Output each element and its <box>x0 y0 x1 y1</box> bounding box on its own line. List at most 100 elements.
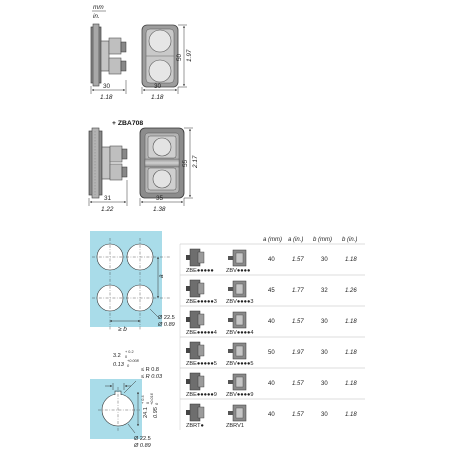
hole-dia-mm: Ø 22.5 <box>158 315 175 321</box>
row-left-label: ZBE●●●●●3 <box>186 299 217 305</box>
cell-b-mm: 30 <box>321 412 328 418</box>
cell-b-in: 1.18 <box>345 319 357 325</box>
keyed-height-in-tol-bot: 0 <box>155 402 159 405</box>
header-b-in: b (in.) <box>342 237 357 243</box>
contact-block-right-icon <box>228 249 247 267</box>
unit-mm: mm <box>93 4 104 11</box>
panel-cutout-keyed <box>90 379 142 439</box>
view1-side-width-mm: 30 <box>103 83 111 90</box>
row-right-label: ZBV●●●●4 <box>226 330 254 336</box>
keyed-hole-mm: Ø 22.5 <box>134 436 151 442</box>
table-headers: a (mm) a (in.) b (mm) b (in.) <box>263 237 357 243</box>
header-b-mm: b (mm) <box>313 237 332 243</box>
table-row: ZBE●●●●● ZBV●●●● 40 1.57 30 1.18 <box>180 243 365 274</box>
cell-b-in: 1.18 <box>345 412 357 418</box>
contact-block-left-icon <box>186 279 205 298</box>
row-right-label: ZBV●●●●5 <box>226 361 254 367</box>
contact-block-left-icon <box>186 248 205 267</box>
contact-block-left-icon <box>186 341 205 360</box>
contact-block-right-icon <box>228 311 247 329</box>
cell-b-in: 1.18 <box>345 257 357 263</box>
row-left-label: ZBE●●●●●9 <box>186 392 217 398</box>
cell-b-mm: 30 <box>321 257 328 263</box>
contact-block-left-icon <box>186 372 205 391</box>
view2-side-width-mm: 31 <box>104 195 112 202</box>
header-a-in: a (in.) <box>288 237 303 243</box>
notch-mm-tol-top: + 0.2 <box>125 350 134 354</box>
cell-a-in: 1.97 <box>292 350 304 356</box>
contact-block-left-icon <box>186 403 205 422</box>
contact-block-right-icon <box>228 404 247 422</box>
view1-front <box>141 24 187 94</box>
keyed-height-in-tol-top: +0.016 <box>150 392 154 405</box>
cell-a-in: 1.57 <box>292 319 304 325</box>
cell-b-mm: 32 <box>321 288 328 294</box>
cell-a-mm: 45 <box>268 288 275 294</box>
table-row: ZBE●●●●●9 ZBV●●●●9 40 1.57 30 1.18 <box>180 367 365 398</box>
cell-a-in: 1.57 <box>292 381 304 387</box>
table-row: ZBE●●●●●5 ZBV●●●●5 50 1.97 30 1.18 <box>180 336 365 367</box>
table-row: ZBE●●●●●3 ZBV●●●●3 45 1.77 32 1.26 <box>180 274 365 305</box>
view1-side-width-in: 1.18 <box>100 94 113 101</box>
notch-mm: 3.2 <box>113 353 121 359</box>
view2-front-width-in: 1.38 <box>153 206 166 213</box>
dim-a: a <box>158 274 165 278</box>
panel-cutout-grid <box>90 231 170 330</box>
radius-in: ≤ R 0.03 <box>141 374 163 380</box>
view1-height-mm: 50 <box>176 53 183 61</box>
radius-mm: ≤ R 0.8 <box>141 367 159 373</box>
row-left-label: ZBE●●●●● <box>186 268 214 274</box>
hole-dia-in: Ø 0.89 <box>157 322 175 328</box>
cell-b-mm: 30 <box>321 319 328 325</box>
view2-front <box>139 127 193 206</box>
unit-in: in. <box>93 13 100 20</box>
keyed-height-mm: 24.1 <box>143 407 149 418</box>
dim-b: ≥ b <box>118 326 127 333</box>
notch-in-tol-bot: 0 <box>127 364 130 368</box>
view1-side <box>90 23 127 94</box>
contact-block-left-icon <box>186 310 205 329</box>
cell-a-mm: 40 <box>268 319 275 325</box>
cell-b-mm: 30 <box>321 350 328 356</box>
cell-b-mm: 30 <box>321 381 328 387</box>
cell-a-mm: 40 <box>268 412 275 418</box>
view1-front-width-mm: 30 <box>154 83 162 90</box>
row-right-label: ZBV●●●●9 <box>226 392 254 398</box>
cell-a-mm: 40 <box>268 381 275 387</box>
notch-mm-tol-bot: 0 <box>125 355 127 359</box>
contact-block-right-icon <box>228 373 247 391</box>
header-a-mm: a (mm) <box>263 237 282 243</box>
contact-block-right-icon <box>228 342 247 360</box>
contact-block-right-icon <box>228 280 247 298</box>
keyed-height-mm-tol-top: + 0.4 <box>141 395 145 404</box>
row-left-label: ZBE●●●●●5 <box>186 361 217 367</box>
keyed-height-mm-tol-bot: 0 <box>146 402 150 404</box>
cell-b-in: 1.26 <box>345 288 357 294</box>
view2-height-mm: 55 <box>182 159 189 167</box>
notch-in: 0.13 <box>113 362 125 368</box>
cell-a-mm: 40 <box>268 257 275 263</box>
view1-front-width-in: 1.18 <box>151 94 164 101</box>
cell-b-in: 1.18 <box>345 381 357 387</box>
view2-front-width-mm: 35 <box>156 195 164 202</box>
row-left-label: ZBRT● <box>186 423 204 429</box>
view2-title: + ZBA708 <box>112 120 143 127</box>
row-right-label: ZBRV1 <box>226 423 244 429</box>
cell-a-mm: 50 <box>268 350 275 356</box>
units-legend: mm in. <box>92 4 106 20</box>
view2-height-in: 2.17 <box>192 155 199 169</box>
row-right-label: ZBV●●●●3 <box>226 299 254 305</box>
view1-height-in: 1.97 <box>186 49 193 62</box>
view2-side-width-in: 1.22 <box>101 206 114 213</box>
table-row: ZBRT● ZBRV1 40 1.57 30 1.18 <box>180 398 365 429</box>
row-right-label: ZBV●●●● <box>226 268 250 274</box>
keyed-hole-in: Ø 0.89 <box>133 443 151 449</box>
cell-a-in: 1.57 <box>292 412 304 418</box>
cell-a-in: 1.77 <box>292 288 304 294</box>
view2-side <box>88 127 128 206</box>
cell-b-in: 1.18 <box>345 350 357 356</box>
cell-a-in: 1.57 <box>292 257 304 263</box>
